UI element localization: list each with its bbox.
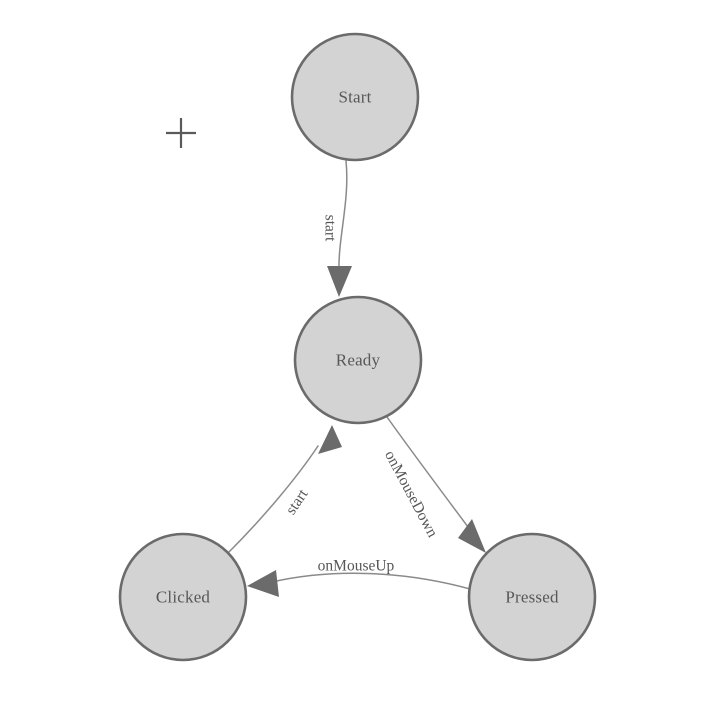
arrowhead-icon [327,266,352,297]
node-shape[interactable] [118,532,248,662]
edge-label-ready-to-pressed: onMouseDown [381,448,441,541]
node-start[interactable]: Start [290,32,420,162]
edge-path[interactable] [227,445,319,554]
node-clicked[interactable]: Clicked [118,532,248,662]
edge-path[interactable] [271,572,471,590]
node-label-start: Start [338,88,371,107]
edge-clicked-to-ready[interactable]: start [227,425,342,554]
edge-start-to-ready[interactable]: start [322,160,353,297]
arrowhead-icon [247,570,279,597]
edge-path[interactable] [386,416,475,536]
edge-label-clicked-to-ready: start [282,486,311,518]
edge-ready-to-pressed[interactable]: onMouseDown [381,416,486,553]
edge-label-start-to-ready: start [322,215,339,242]
node-shape[interactable] [290,32,420,162]
edge-path[interactable] [338,160,348,272]
node-ready[interactable]: Ready [293,295,423,425]
node-label-pressed: Pressed [505,588,559,607]
edge-pressed-to-clicked[interactable]: onMouseUp [247,558,471,598]
node-pressed[interactable]: Pressed [467,532,597,662]
arrowhead-icon [318,425,342,454]
node-shape[interactable] [293,295,423,425]
node-label-clicked: Clicked [156,588,211,607]
edge-label-pressed-to-clicked: onMouseUp [318,558,395,575]
node-shape[interactable] [467,532,597,662]
plus-marker-icon [166,118,196,148]
arrowhead-icon [458,519,486,553]
node-label-ready: Ready [336,351,381,370]
